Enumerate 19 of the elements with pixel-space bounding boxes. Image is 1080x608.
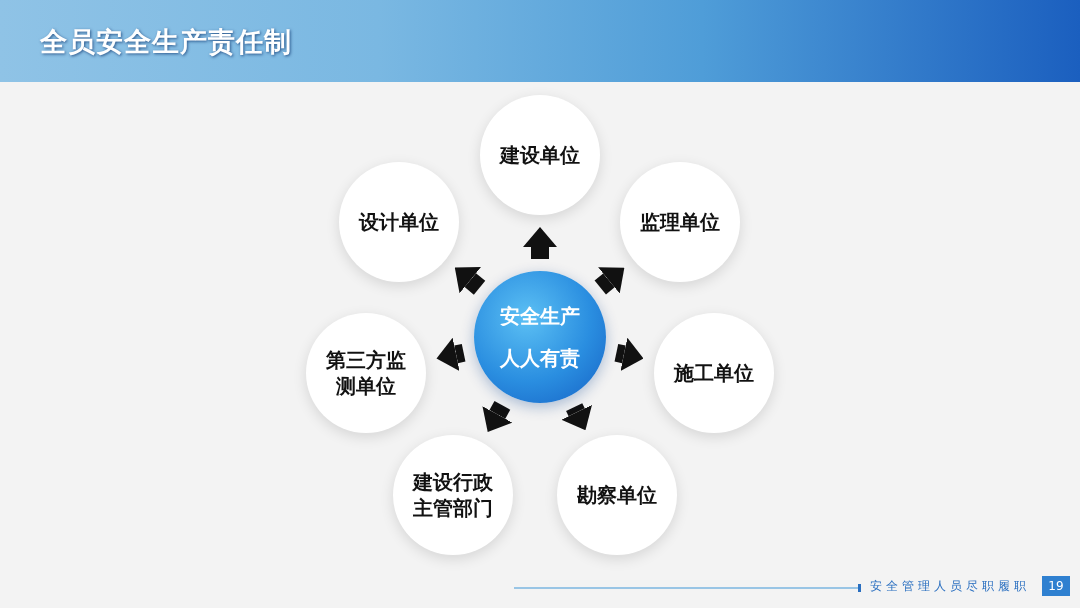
node-label: 建设行政主管部门 — [411, 469, 494, 521]
page-number: 19 — [1042, 576, 1070, 596]
node-label: 建设单位 — [500, 142, 580, 168]
node-label: 第三方监测单位 — [325, 347, 407, 399]
node-label: 监理单位 — [640, 209, 720, 235]
node-label: 安全生产人人有责 — [499, 303, 581, 372]
arrow — [436, 337, 466, 371]
arrow — [561, 403, 592, 431]
node-label: 设计单位 — [359, 209, 439, 235]
arrow — [454, 266, 486, 295]
center-circle — [474, 271, 606, 403]
arrow — [614, 337, 644, 371]
arrow — [482, 401, 513, 432]
node-label: 施工单位 — [674, 360, 754, 386]
node-label: 勘察单位 — [577, 482, 657, 508]
footer-text: 安全管理人员尽职履职 — [870, 578, 1030, 595]
title: 全员安全生产责任制 — [40, 25, 292, 59]
arrow — [523, 227, 557, 259]
arrow — [594, 267, 625, 295]
